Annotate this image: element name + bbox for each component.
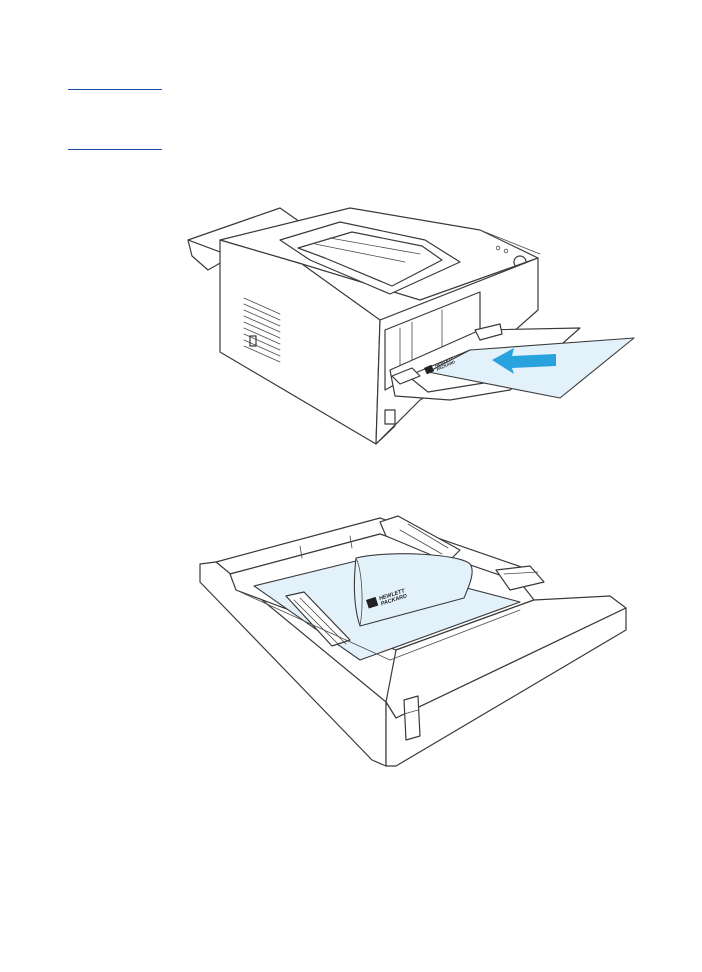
printer-tray1-illustration: HEWLETT PACKARD bbox=[187, 207, 635, 445]
header-rule-top bbox=[68, 89, 162, 90]
arrow-left-icon bbox=[492, 348, 556, 374]
header-rule-bottom bbox=[68, 149, 162, 150]
paper-tray-illustration: HEWLETT PACKARD bbox=[199, 515, 627, 767]
